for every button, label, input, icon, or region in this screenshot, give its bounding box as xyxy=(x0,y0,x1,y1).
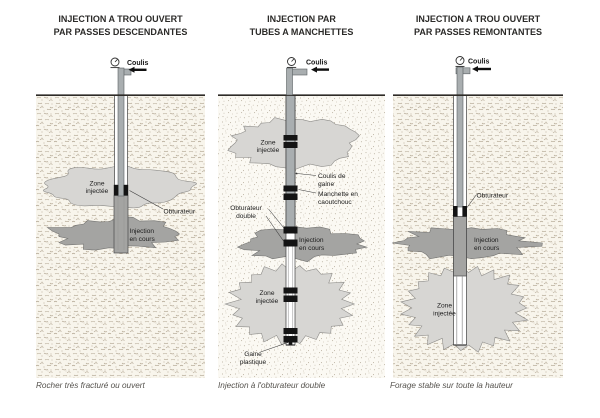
leader-line xyxy=(260,342,289,353)
panel-left-diagram: Coulis Zone injectée Obturateur Injectio… xyxy=(36,57,205,378)
label-injection-en-cours: Injection xyxy=(474,237,499,244)
panel-middle-title: INJECTION PAR TUBES A MANCHETTES xyxy=(218,13,385,39)
packer-band xyxy=(453,206,458,217)
label-obturateur-double: Obturateur xyxy=(230,205,262,212)
panel-left-title: INJECTION A TROU OUVERT PAR PASSES DESCE… xyxy=(36,13,205,39)
title-line: INJECTION PAR xyxy=(267,14,336,24)
label-injection-en-cours: en cours xyxy=(474,245,500,252)
label-zone-injectee: Zone xyxy=(437,303,452,310)
label-gaine-plastique: Gaine xyxy=(244,351,262,358)
label-manchette: caoutchouc xyxy=(318,199,352,206)
leader-line xyxy=(268,208,284,228)
label-zone-injectee: Zone xyxy=(89,181,104,188)
label-injection-en-cours: Injection xyxy=(130,228,155,235)
label-zone-injectee-haut: injectée xyxy=(257,147,280,154)
panel-left-caption: Rocher très fracturé ou ouvert xyxy=(36,381,145,390)
title-line: PAR PASSES DESCENDANTES xyxy=(53,27,188,37)
manchette-bands xyxy=(283,135,298,343)
panel-right-diagram: Coulis Obturateur Injection en cours Zon… xyxy=(391,56,563,378)
title-line: PAR PASSES REMONTANTES xyxy=(413,27,542,37)
pressure-gauge-icon xyxy=(287,57,297,68)
label-coulis: Coulis xyxy=(127,60,148,67)
leader-line xyxy=(129,190,164,210)
panel-right-title: INJECTION A TROU OUVERT PAR PASSES REMON… xyxy=(393,13,563,39)
label-coulis-de-gaine: gaine xyxy=(318,181,334,188)
label-obturateur: Obturateur xyxy=(477,193,509,200)
sheath-grout-column xyxy=(285,94,296,234)
label-manchette: Manchette en xyxy=(318,191,358,198)
label-coulis-de-gaine: Coulis de xyxy=(318,173,346,180)
grout-column xyxy=(113,195,129,254)
grout-arrow-icon xyxy=(128,66,147,73)
label-obturateur: Obturateur xyxy=(164,209,196,216)
label-coulis: Coulis xyxy=(306,60,327,67)
panel-right-caption: Forage stable sur toute la hauteur xyxy=(390,381,513,390)
leader-dot xyxy=(295,172,298,175)
label-zone-injectee-haut: Zone xyxy=(260,140,275,147)
leader-line xyxy=(466,194,477,208)
label-zone-injectee-bas: injectée xyxy=(256,298,279,305)
grout-column xyxy=(453,216,467,277)
label-zone-injectee-bas: Zone xyxy=(259,290,274,297)
title-line: TUBES A MANCHETTES xyxy=(249,27,354,37)
injection-en-cours-blob xyxy=(236,226,369,263)
injection-en-cours-blob xyxy=(391,227,543,260)
leader-line xyxy=(265,215,284,242)
label-injection-en-cours: en cours xyxy=(299,245,325,252)
label-obturateur-double: double xyxy=(236,213,256,220)
packer-band xyxy=(113,184,119,196)
label-gaine-plastique: plastique xyxy=(240,359,267,366)
grout-arrow-icon xyxy=(311,66,329,73)
pressure-gauge-icon xyxy=(455,56,465,67)
label-zone-injectee: injectée xyxy=(86,188,109,195)
label-injection-en-cours: en cours xyxy=(130,236,156,243)
label-coulis: Coulis xyxy=(468,59,489,66)
panel-middle-diagram: Coulis Zone injectée Coulis de gaine Man… xyxy=(218,57,385,378)
packer-band xyxy=(462,206,467,217)
injection-pipe xyxy=(117,67,125,197)
leader-line xyxy=(298,189,317,194)
injection-outlet xyxy=(286,233,295,240)
injection-pipe xyxy=(286,67,293,96)
injection-pipe xyxy=(456,66,464,208)
packer-band xyxy=(123,184,129,196)
label-injection-en-cours: Injection xyxy=(299,237,324,244)
tube-end-cap xyxy=(288,340,293,345)
label-zone-injectee: injectée xyxy=(433,311,456,318)
leader-line xyxy=(296,173,317,176)
pressure-gauge-icon xyxy=(110,57,120,69)
title-line: INJECTION A TROU OUVERT xyxy=(58,14,183,24)
pipe-arm xyxy=(291,68,308,76)
panel-middle-caption: Injection à l'obturateur double xyxy=(218,381,326,390)
grout-arrow-icon xyxy=(472,66,491,72)
injection-en-cours-blob xyxy=(46,216,181,251)
title-line: INJECTION A TROU OUVERT xyxy=(415,14,541,24)
